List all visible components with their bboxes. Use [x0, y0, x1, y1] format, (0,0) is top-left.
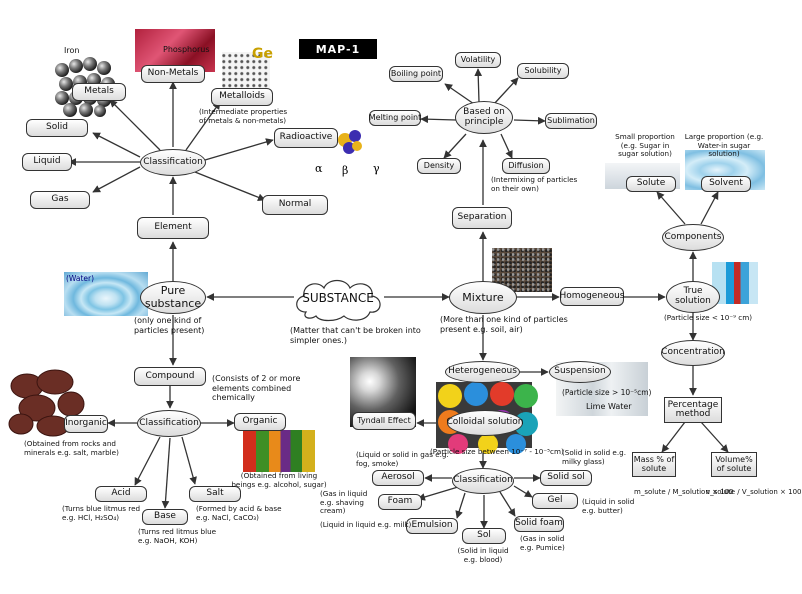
connector-lines [68, 68, 729, 529]
gel-note: (Liquid in solid e.g. butter) [582, 497, 635, 515]
compound-note: (Consists of 2 or more elements combined… [212, 374, 301, 403]
alpha-symbol: α [315, 162, 323, 175]
solid-sol-note: (Solid in solid e.g. milky glass) [562, 448, 626, 466]
sol-note: (Solid in liquid e.g. blood) [457, 546, 509, 564]
sol-node[interactable]: Sol [462, 528, 506, 544]
radioactive-image [333, 126, 369, 156]
pure-substance-note: (only one kind of particles present) [134, 316, 205, 335]
foam-node[interactable]: Foam [378, 494, 422, 510]
foam-note: (Gas in liquid e.g. shaving cream) [320, 489, 368, 516]
water-label: (Water) [66, 274, 95, 283]
acid-node[interactable]: Acid [95, 486, 147, 502]
solid-foam-node[interactable]: Solid foam [514, 516, 564, 532]
classification-colloid-node[interactable]: Classification [452, 468, 514, 494]
suspension-note: (Particle size > 10⁻⁵cm) [562, 388, 652, 397]
lime-water-note: Lime Water [586, 402, 632, 411]
compound-node[interactable]: Compound [134, 367, 206, 386]
melting-point-node[interactable]: Melting point [369, 110, 421, 126]
radioactive-node[interactable]: Radioactive [274, 128, 338, 148]
separation-node[interactable]: Separation [452, 207, 512, 229]
solubility-node[interactable]: Solubility [517, 63, 569, 79]
aerosol-node[interactable]: Aerosol [372, 470, 424, 486]
salt-note: (Formed by acid & base e.g. NaCl, CaCO₃) [196, 504, 282, 522]
suspension-node[interactable]: Suspension [549, 361, 611, 383]
components-node[interactable]: Components [662, 224, 724, 251]
rocks-graphic [8, 369, 85, 437]
percentage-method-node[interactable]: Percentage method [664, 397, 722, 423]
classification-compound-node[interactable]: Classification [137, 410, 201, 437]
substance-cloud [296, 279, 381, 322]
non-metals-node[interactable]: Non-Metals [141, 65, 205, 83]
emulsion-node[interactable]: Emulsion [406, 518, 458, 534]
pure-substance-node[interactable]: Pure substance [140, 281, 206, 314]
mixture-node[interactable]: Mixture [449, 281, 517, 314]
atom-graphic [338, 130, 362, 154]
metalloids-note: (Intermediate properties of metals & non… [199, 107, 288, 125]
colloidal-note: (Particle size between 10⁻⁷ - 10⁻⁵cm) [430, 447, 564, 456]
mass-percent-node[interactable]: Mass % of solute [632, 452, 676, 477]
boiling-point-node[interactable]: Boiling point [389, 66, 443, 82]
organic-note: (Obtained from living beings e.g. alcoho… [231, 471, 327, 489]
substance-note: (Matter that can't be broken into simple… [290, 326, 421, 345]
beta-symbol: β [342, 164, 349, 177]
solid-foam-note: (Gas in solid e.g. Pumice) [520, 534, 565, 552]
emulsion-note: (Liquid in liquid e.g. milk) [320, 520, 412, 529]
density-node[interactable]: Density [417, 158, 461, 174]
map-title: MAP-1 [299, 39, 377, 59]
solute-node[interactable]: Solute [626, 176, 676, 192]
solid-sol-node[interactable]: Solid sol [540, 470, 592, 486]
liquid-node[interactable]: Liquid [22, 153, 72, 171]
soil-image [492, 248, 552, 292]
volume-percent-node[interactable]: Volume% of solute [711, 452, 757, 477]
true-solution-note: (Particle size < 10⁻⁹ cm) [664, 313, 753, 322]
homogeneous-node[interactable]: Homogeneous [560, 287, 624, 306]
base-note: (Turns red litmus blue e.g. NaOH, KOH) [138, 527, 217, 545]
small-proportion-note: Small proportion (e.g. Sugar in sugar so… [615, 132, 675, 159]
organic-node[interactable]: Organic [234, 413, 286, 431]
phosphorus-label: Phosphorus [163, 45, 210, 54]
aerosol-note: (Liquid or solid in gas e.g. fog, smoke) [356, 450, 449, 468]
based-on-principle-node[interactable]: Based on principle [455, 101, 513, 134]
vegetables-image [243, 430, 315, 472]
water-ripple-image [64, 272, 148, 316]
base-node[interactable]: Base [142, 509, 188, 525]
classification-element-node[interactable]: Classification [140, 149, 206, 176]
colloidal-solution-node[interactable]: Colloidal solution [446, 410, 524, 436]
germanium-image [222, 52, 270, 88]
element-node[interactable]: Element [137, 217, 209, 239]
solid-node[interactable]: Solid [26, 119, 88, 137]
volatility-node[interactable]: Volatility [455, 52, 501, 68]
gamma-symbol: γ [373, 162, 380, 175]
mass-formula: m_solute / M_solution × 100 [634, 488, 734, 496]
tyndall-effect-node[interactable]: Tyndall Effect [352, 412, 416, 430]
diffusion-node[interactable]: Diffusion [502, 158, 550, 174]
diffusion-note: (Intermixing of particles on their own) [491, 175, 578, 193]
sublimation-node[interactable]: Sublimation [545, 113, 597, 129]
iron-label: Iron [64, 46, 80, 55]
true-solution-node[interactable]: True solution [666, 281, 720, 313]
concept-map: MAP-1 Iron Phosphorus Ge (Water) α β γ S… [7, 29, 802, 564]
substance-node[interactable]: SUBSTANCE [302, 290, 374, 305]
volume-formula: v_solute / V_solution × 100 [706, 488, 802, 496]
metalloids-node[interactable]: Metalloids [211, 88, 273, 106]
inorganic-node[interactable]: Inorganic [64, 415, 108, 433]
salt-node[interactable]: Salt [189, 486, 241, 502]
gas-node[interactable]: Gas [30, 191, 90, 209]
mixture-note: (More than one kind of particles present… [440, 315, 568, 334]
normal-node[interactable]: Normal [262, 195, 328, 215]
heterogeneous-node[interactable]: Heterogeneous [445, 361, 520, 383]
gel-node[interactable]: Gel [532, 493, 578, 509]
solvent-node[interactable]: Solvent [701, 176, 751, 192]
inorganic-note: (Obtained from rocks and minerals e.g. s… [24, 439, 119, 457]
acid-note: (Turns blue litmus red e.g. HCl, H₂SO₄) [62, 504, 141, 522]
lava-rocks-image [7, 366, 85, 438]
metals-node[interactable]: Metals [72, 83, 126, 101]
phosphorus-image [135, 29, 215, 72]
concentration-node[interactable]: Concentration [661, 340, 725, 366]
large-proportion-note: Large proportion (e.g. Water-in sugar so… [684, 132, 764, 159]
ge-label: Ge [252, 46, 273, 62]
